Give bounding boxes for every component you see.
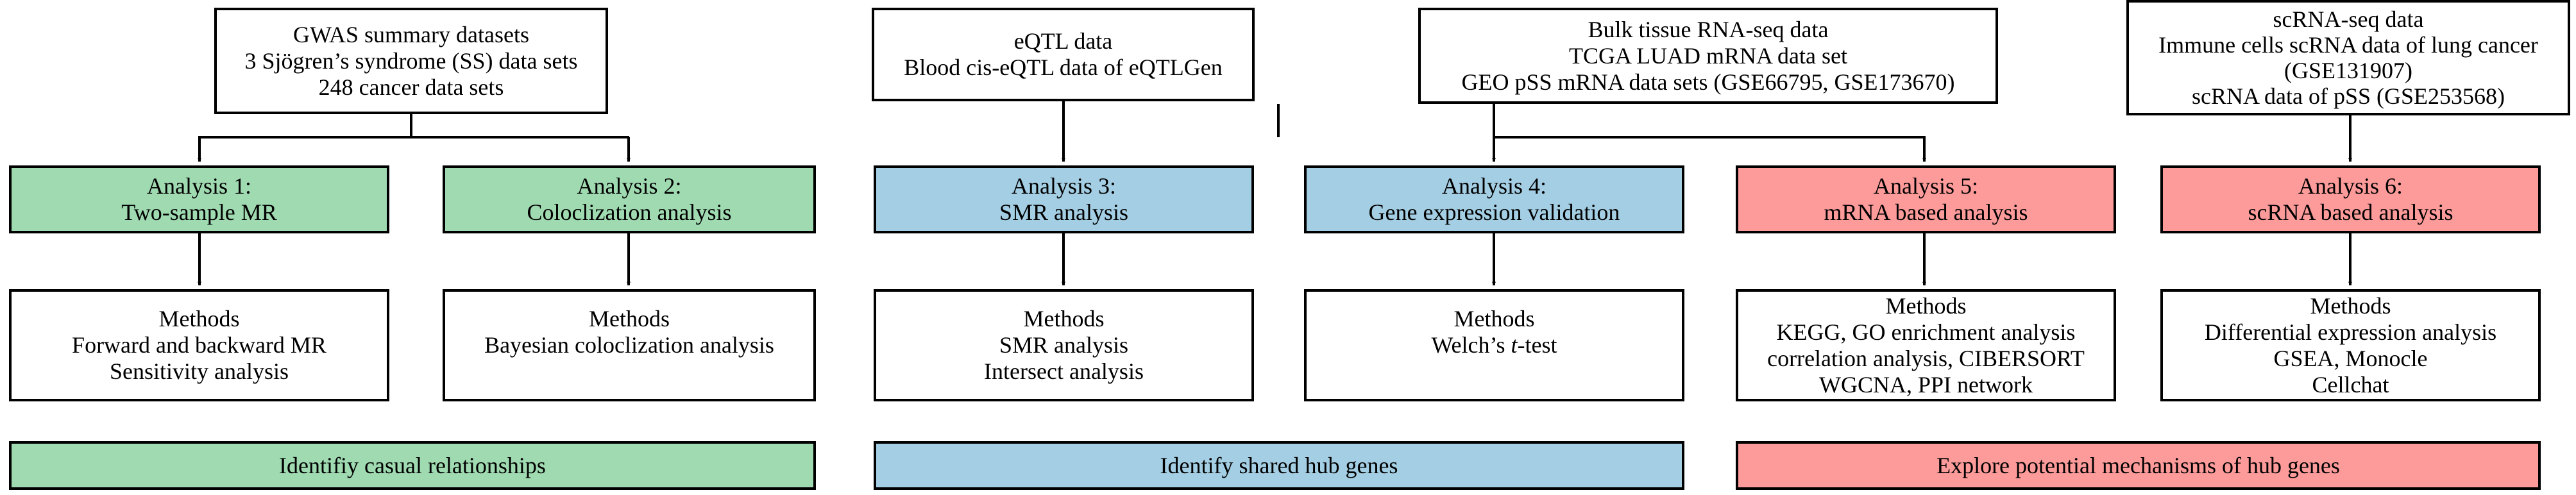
methods-5-line-3: WGCNA, PPI network (1819, 371, 2033, 398)
analysis-3-title: Analysis 3: (1011, 173, 1116, 199)
eqtl-source-box: eQTL data Blood cis-eQTL data of eQTLGen (872, 8, 1255, 101)
analysis-6-subtitle: scRNA based analysis (2248, 199, 2453, 225)
goal-causal-relationships: Identifiy casual relationships (9, 441, 816, 490)
gwas-line-2: 248 cancer data sets (318, 74, 504, 100)
scrna-line-2: (GSE131907) (2284, 58, 2412, 83)
methods-2-line-1: Bayesian coloclization analysis (484, 332, 774, 358)
methods-6-box: Methods Differential expression analysis… (2160, 289, 2541, 401)
bulk-line-2: GEO pSS mRNA data sets (GSE66795, GSE173… (1461, 69, 1955, 95)
analysis-5-box: Analysis 5: mRNA based analysis (1736, 165, 2116, 233)
methods-2-title: Methods (589, 306, 670, 331)
methods-1-line-1: Forward and backward MR (72, 332, 326, 358)
analysis-1-title: Analysis 1: (146, 173, 251, 199)
methods-4-title: Methods (1453, 306, 1535, 331)
methods-6-title: Methods (2310, 292, 2391, 319)
analysis-4-title: Analysis 4: (1441, 173, 1546, 199)
methods-5-line-2: correlation analysis, CIBERSORT (1767, 345, 2085, 371)
goal-mechanisms: Explore potential mechanisms of hub gene… (1736, 441, 2541, 490)
analysis-5-subtitle: mRNA based analysis (1824, 199, 2028, 225)
gwas-line-1: 3 Sjögren’s syndrome (SS) data sets (244, 47, 578, 74)
analysis-2-subtitle: Coloclization analysis (527, 199, 732, 225)
methods-4-line-1: Welch’s t-test (1431, 332, 1557, 358)
analysis-3-box: Analysis 3: SMR analysis (874, 165, 1254, 233)
methods-6-line-3: Cellchat (2312, 371, 2389, 398)
goal-shared-hub-genes: Identify shared hub genes (874, 441, 1684, 490)
methods-1-title: Methods (158, 306, 240, 331)
analysis-2-box: Analysis 2: Coloclization analysis (443, 165, 816, 233)
bulk-source-box: Bulk tissue RNA-seq data TCGA LUAD mRNA … (1418, 8, 1998, 104)
analysis-5-title: Analysis 5: (1873, 173, 1978, 199)
methods-4-welch: Welch’s (1431, 332, 1511, 358)
methods-4-t: t (1511, 332, 1518, 358)
analysis-1-subtitle: Two-sample MR (121, 199, 277, 225)
scrna-line-3: scRNA data of pSS (GSE253568) (2192, 83, 2505, 109)
bulk-line-1: TCGA LUAD mRNA data set (1569, 42, 1847, 69)
methods-1-line-2: Sensitivity analysis (110, 358, 289, 384)
methods-2-box: Methods Bayesian coloclization analysis … (443, 289, 816, 401)
bulk-title: Bulk tissue RNA-seq data (1588, 16, 1829, 42)
analysis-6-title: Analysis 6: (2298, 173, 2403, 199)
analysis-4-subtitle: Gene expression validation (1368, 199, 1620, 225)
methods-3-box: Methods SMR analysis Intersect analysis (874, 289, 1254, 401)
analysis-6-box: Analysis 6: scRNA based analysis (2160, 165, 2541, 233)
methods-3-line-2: Intersect analysis (984, 358, 1144, 384)
methods-1-box: Methods Forward and backward MR Sensitiv… (9, 289, 389, 401)
goal-3-label: Explore potential mechanisms of hub gene… (1936, 452, 2340, 478)
analysis-3-subtitle: SMR analysis (999, 199, 1129, 225)
goal-2-label: Identify shared hub genes (1160, 452, 1398, 478)
methods-4-box: Methods Welch’s t-test . (1304, 289, 1684, 401)
analysis-2-title: Analysis 2: (577, 173, 682, 199)
analysis-4-box: Analysis 4: Gene expression validation (1304, 165, 1684, 233)
gwas-title: GWAS summary datasets (293, 21, 529, 47)
gwas-source-box: GWAS summary datasets 3 Sjögren’s syndro… (214, 8, 608, 114)
methods-4-test: -test (1517, 332, 1557, 358)
methods-5-line-1: KEGG, GO enrichment analysis (1776, 319, 2076, 345)
methods-5-title: Methods (1885, 292, 1967, 319)
methods-5-box: Methods KEGG, GO enrichment analysis cor… (1736, 289, 2116, 401)
methods-3-title: Methods (1023, 306, 1105, 331)
analysis-1-box: Analysis 1: Two-sample MR (9, 165, 389, 233)
scrna-source-box: scRNA-seq data Immune cells scRNA data o… (2126, 0, 2570, 115)
methods-6-line-1: Differential expression analysis (2204, 319, 2497, 345)
scrna-line-1: Immune cells scRNA data of lung cancer (2158, 32, 2538, 58)
scrna-title: scRNA-seq data (2273, 6, 2424, 32)
methods-6-line-2: GSEA, Monocle (2273, 345, 2428, 371)
eqtl-title: eQTL data (1013, 28, 1113, 54)
methods-3-line-1: SMR analysis (999, 332, 1129, 358)
eqtl-line-1: Blood cis-eQTL data of eQTLGen (904, 55, 1223, 80)
goal-1-label: Identifiy casual relationships (279, 452, 546, 478)
